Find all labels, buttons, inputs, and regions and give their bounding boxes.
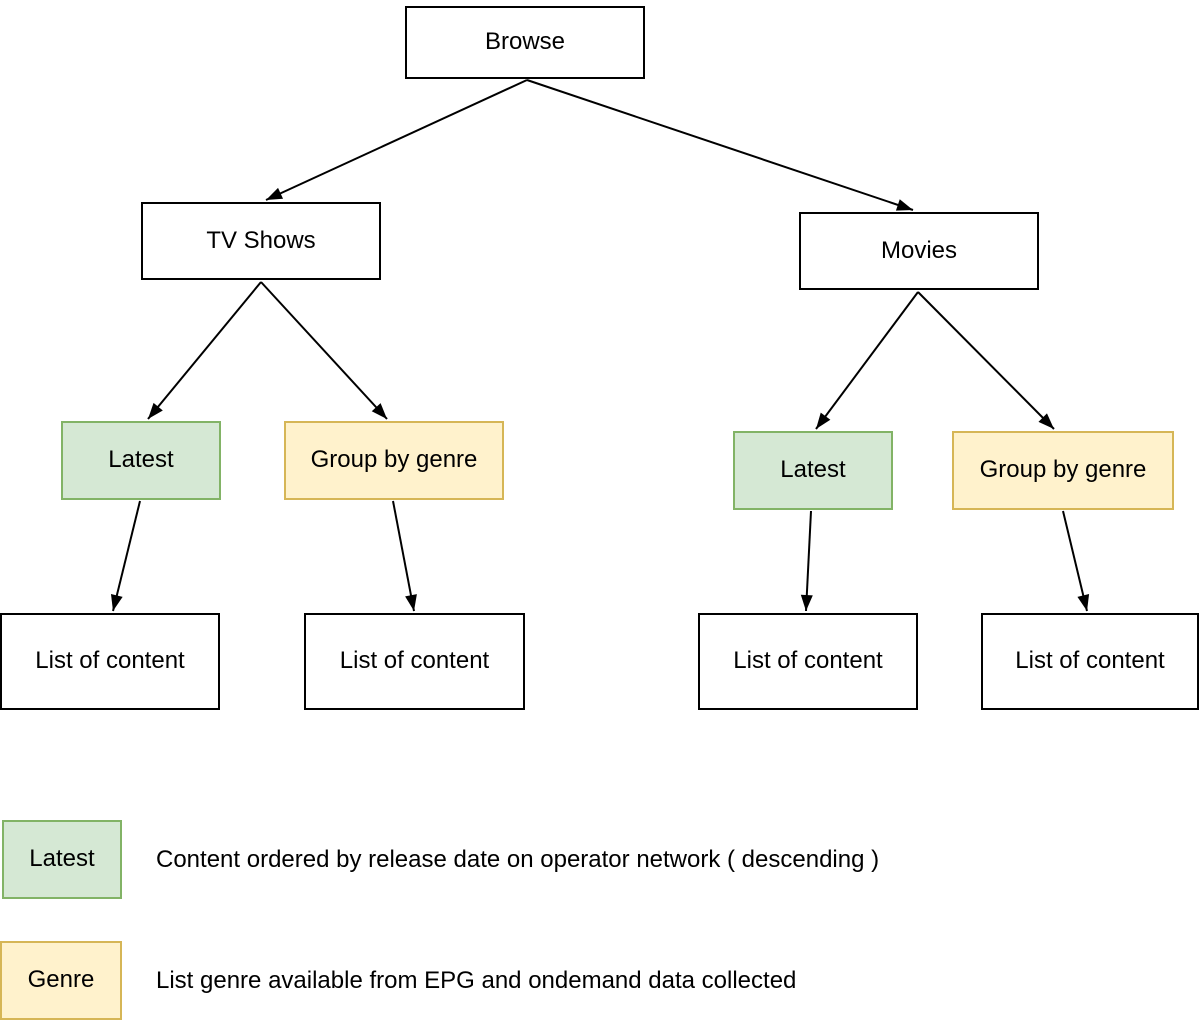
legend-genre-description: List genre available from EPG and ondema… — [156, 966, 797, 994]
legend-latest-swatch: Latest — [2, 820, 122, 899]
edge-tvshows-latest — [147, 281, 262, 420]
node-tv-genre-list-of-content: List of content — [304, 613, 525, 710]
edge-browse-tvshows — [265, 79, 528, 201]
legend-genre-swatch: Genre — [0, 941, 122, 1020]
node-tv-shows: TV Shows — [141, 202, 381, 280]
edge-mlatest-list — [800, 510, 813, 612]
edge-tvgenre-list — [392, 500, 417, 612]
node-movies-genre-list-of-content: List of content — [981, 613, 1199, 710]
edge-tvshows-genre — [260, 281, 388, 420]
node-movies-latest-list-of-content: List of content — [698, 613, 918, 710]
node-browse: Browse — [405, 6, 645, 79]
edge-movies-genre — [917, 291, 1055, 430]
node-tv-latest-list-of-content: List of content — [0, 613, 220, 710]
edge-mgenre-list — [1062, 510, 1090, 612]
node-movies: Movies — [799, 212, 1039, 290]
edge-browse-movies — [526, 79, 914, 211]
edge-tvlatest-list — [110, 500, 141, 612]
legend-latest-description: Content ordered by release date on opera… — [156, 845, 880, 873]
edge-movies-latest — [815, 291, 919, 430]
node-tv-group-by-genre: Group by genre — [284, 421, 504, 500]
node-tv-latest: Latest — [61, 421, 221, 500]
node-movies-latest: Latest — [733, 431, 893, 510]
node-movies-group-by-genre: Group by genre — [952, 431, 1174, 510]
